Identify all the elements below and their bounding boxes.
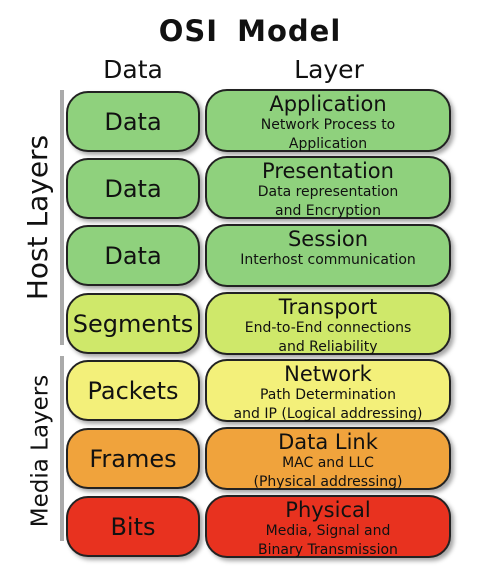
layer-box: Transport End-to-End connections and Rel…: [205, 292, 451, 355]
data-unit-box: Data: [66, 91, 200, 152]
diagram-title: OSI Model: [158, 14, 342, 48]
layer-box: Application Network Process to Applicati…: [205, 89, 451, 152]
layer-column-header: Layer: [294, 55, 364, 84]
data-unit-box: Bits: [66, 496, 200, 557]
layer-description: Data representation: [257, 184, 399, 200]
layer-description: MAC and LLC: [282, 455, 374, 471]
data-unit-box: Packets: [66, 360, 200, 421]
layer-box: Network Path Determination and IP (Logic…: [205, 359, 451, 422]
data-column-header: Data: [103, 55, 163, 84]
layer-description: Binary Transmission: [258, 542, 398, 558]
host-layers-group-label: Host Layers: [16, 92, 60, 342]
layer-description: (Physical addressing): [253, 474, 403, 490]
layer-description: and Reliability: [278, 339, 378, 355]
data-unit-box: Data: [66, 225, 200, 286]
layer-description: and IP (Logical addressing): [233, 406, 423, 422]
layer-description: Interhost communication: [240, 252, 416, 268]
layer-name: Physical: [285, 498, 371, 522]
media-layers-label: Media Layers: [27, 374, 53, 528]
data-unit-box: Frames: [66, 428, 200, 489]
media-layers-divider: [60, 356, 64, 541]
layer-box: Physical Media, Signal and Binary Transm…: [205, 495, 451, 558]
host-layers-divider: [60, 90, 64, 345]
data-unit-box: Data: [66, 158, 200, 219]
layer-box: Data Link MAC and LLC (Physical addressi…: [205, 427, 451, 490]
host-layers-label: Host Layers: [21, 134, 55, 300]
layer-name: Transport: [278, 295, 378, 319]
layer-name: Presentation: [262, 159, 394, 183]
layer-box: Session Interhost communication: [205, 224, 451, 287]
layer-name: Session: [287, 227, 369, 251]
layer-name: Data Link: [278, 430, 378, 454]
layer-description: Media, Signal and: [265, 523, 391, 539]
layer-description: Path Determination: [259, 387, 396, 403]
layer-description: End-to-End connections: [244, 320, 412, 336]
layer-description: Application: [288, 136, 368, 152]
layer-box: Presentation Data representation and Enc…: [205, 156, 451, 219]
data-unit-box: Segments: [66, 293, 200, 354]
media-layers-group-label: Media Layers: [18, 356, 62, 546]
layer-description: Network Process to: [260, 117, 396, 133]
layer-name: Application: [269, 92, 387, 116]
layer-description: and Encryption: [275, 203, 381, 219]
layer-name: Network: [284, 362, 372, 386]
